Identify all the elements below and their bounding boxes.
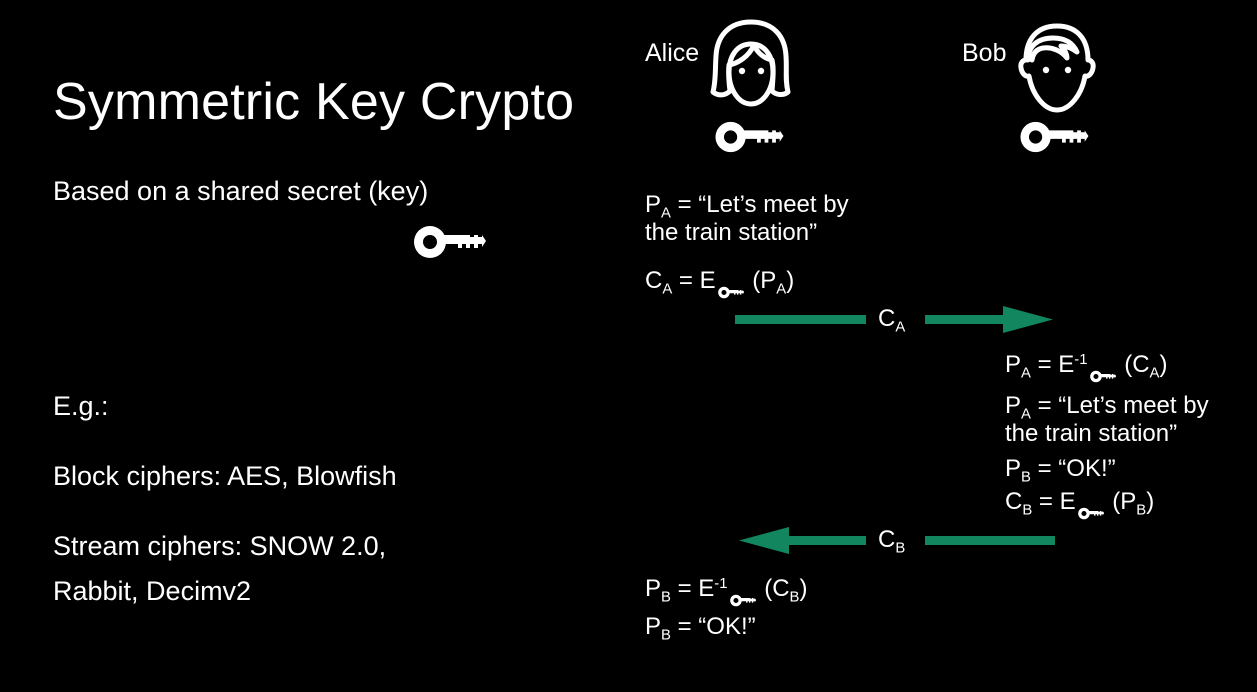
eq-operator: = E <box>672 267 716 294</box>
key-icon <box>1077 499 1105 527</box>
page-title: Symmetric Key Crypto <box>53 73 575 131</box>
eq-subscript: A <box>662 281 673 298</box>
eq-subscript: B <box>789 589 800 606</box>
eq-text: = “Let’s meet by <box>670 191 849 218</box>
eq-text: = “OK!” <box>1030 455 1116 482</box>
arrow-label-main: C <box>878 526 896 553</box>
eq-symbol: C <box>1005 488 1023 515</box>
eq-subscript: B <box>661 589 671 606</box>
eq-superscript: -1 <box>714 575 728 592</box>
key-icon <box>729 586 757 614</box>
eq-text: ) <box>786 267 795 294</box>
alice-decrypt-equation: PB = E-1 (CB) <box>645 575 807 614</box>
eq-text: = “Let’s meet by <box>1030 392 1209 419</box>
eq-subscript: A <box>1021 406 1031 423</box>
male-face-icon <box>1013 22 1101 121</box>
eq-symbol: C <box>645 267 663 294</box>
examples-label: E.g.: <box>53 391 109 421</box>
arrow-label-cb: CB <box>878 526 906 557</box>
eq-subscript: B <box>661 627 671 644</box>
female-face-icon <box>703 18 799 121</box>
eq-text: (C <box>757 575 790 602</box>
eq-operator: = E <box>670 575 715 602</box>
eq-subscript: A <box>776 281 787 298</box>
eq-symbol: P <box>645 613 662 640</box>
bob-decrypt-equation: PA = E-1 (CA) <box>1005 351 1167 390</box>
eq-text-line2: the train station” <box>645 219 818 247</box>
alice-plaintext-equation: PA = “Let’s meet by the train station” <box>645 191 849 248</box>
arrow-alice-to-bob <box>735 300 1057 340</box>
eq-subscript: A <box>661 205 671 222</box>
stream-ciphers-text-line1: Stream ciphers: SNOW 2.0, <box>53 531 387 561</box>
key-icon <box>717 278 745 306</box>
key-icon <box>713 120 785 154</box>
eq-symbol: P <box>645 575 662 602</box>
key-icon <box>1089 362 1117 390</box>
eq-subscript: A <box>1149 365 1160 382</box>
bob-encrypt-equation: CB = E (PB) <box>1005 488 1154 527</box>
eq-subscript: A <box>1021 365 1031 382</box>
arrow-bob-to-alice <box>735 521 1057 561</box>
key-icon <box>412 224 487 260</box>
arrow-label-sub: A <box>895 319 906 336</box>
bob-recovered-plaintext-equation: PA = “Let’s meet by the train station” <box>1005 392 1209 449</box>
block-ciphers-text: Block ciphers: AES, Blowfish <box>53 461 397 491</box>
eq-operator: = E <box>1032 488 1076 515</box>
eq-symbol: P <box>1005 455 1022 482</box>
eq-text: (P <box>745 267 777 294</box>
eq-text: = “OK!” <box>670 613 756 640</box>
eq-subscript: B <box>1021 469 1031 486</box>
eq-text: (P <box>1105 488 1137 515</box>
arrow-label-sub: B <box>895 540 906 557</box>
eq-operator: = E <box>1030 351 1075 378</box>
subtitle-shared-secret: Based on a shared secret (key) <box>53 176 429 206</box>
key-icon <box>1018 120 1090 154</box>
eq-subscript: B <box>1022 502 1033 519</box>
eq-superscript: -1 <box>1074 351 1088 368</box>
arrow-label-ca: CA <box>878 305 906 336</box>
arrow-label-main: C <box>878 305 896 332</box>
eq-symbol: P <box>645 191 662 218</box>
eq-text: (C <box>1117 351 1150 378</box>
eq-text: ) <box>1146 488 1155 515</box>
eq-text-line2: the train station” <box>1005 420 1178 448</box>
eq-subscript: B <box>1136 502 1147 519</box>
alice-label: Alice <box>645 39 700 67</box>
alice-final-plaintext-equation: PB = “OK!” <box>645 613 756 644</box>
stream-ciphers-text-line2: Rabbit, Decimv2 <box>53 576 252 606</box>
bob-label: Bob <box>962 39 1007 67</box>
eq-text: ) <box>799 575 808 602</box>
bob-reply-plaintext-equation: PB = “OK!” <box>1005 455 1116 486</box>
eq-text: ) <box>1159 351 1168 378</box>
eq-symbol: P <box>1005 392 1022 419</box>
alice-encrypt-equation: CA = E (PA) <box>645 267 794 306</box>
eq-symbol: P <box>1005 351 1022 378</box>
